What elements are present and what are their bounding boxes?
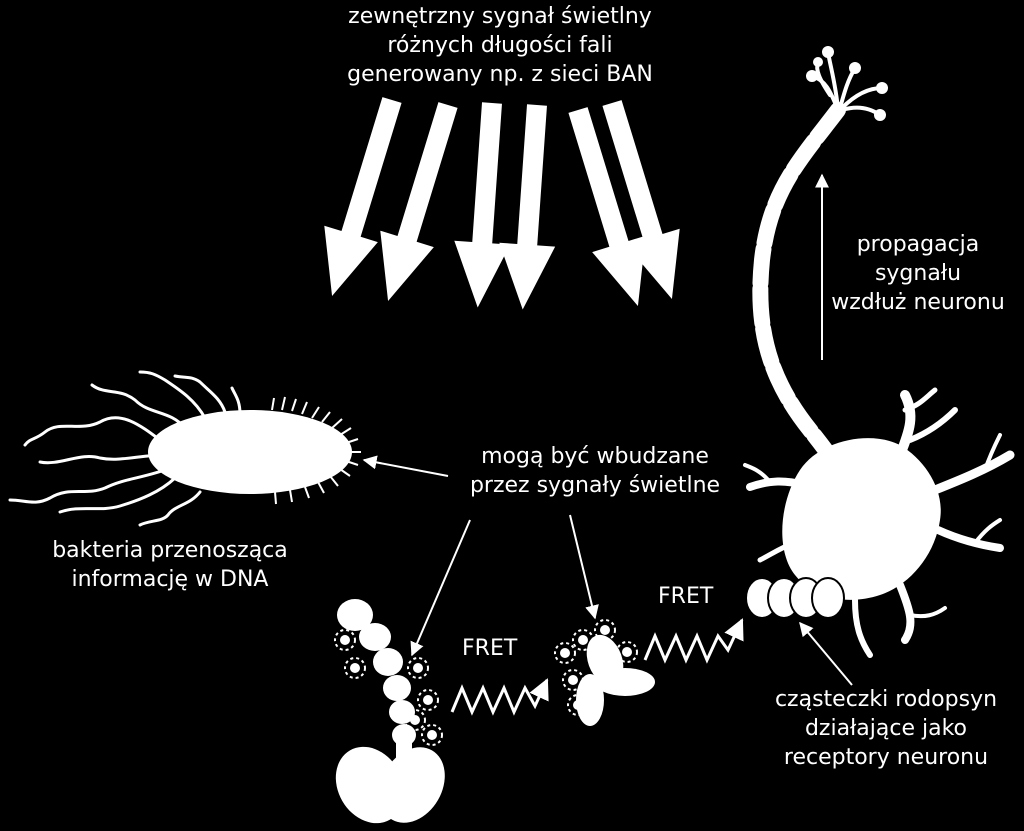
- light-arrow: [568, 107, 646, 307]
- excitable-label: mogą być wbudzane przez sygnały świetlne: [469, 444, 721, 498]
- light-arrows: [324, 97, 680, 310]
- light-arrow: [602, 100, 680, 300]
- bacterium-label: bakteria przenosząca informację w DNA: [52, 538, 288, 592]
- neuron-graphic: [743, 46, 1015, 658]
- fret-zigzag-left: [450, 678, 549, 716]
- protein-middle: [576, 634, 655, 726]
- bacterium-graphic: [8, 370, 361, 527]
- protein-left-pointer: [410, 519, 471, 657]
- light-arrow: [324, 97, 402, 297]
- propagation-label: propagacja sygnału wzdłuż neuronu: [831, 232, 1005, 315]
- fret-label-left: FRET: [462, 636, 518, 661]
- light-arrow: [380, 102, 458, 302]
- light-arrow: [499, 104, 556, 310]
- fret-label-right: FRET: [658, 584, 714, 609]
- rhodopsin-pointer: [799, 621, 853, 686]
- fret-zigzag-right: [643, 618, 744, 664]
- pointer-arrows: [362, 173, 853, 686]
- protein-middle-pointer: [569, 514, 599, 620]
- rhodopsin-receptors: [745, 577, 845, 619]
- external-signal-label: zewnętrzny sygnał świetlny różnych długo…: [347, 4, 653, 87]
- protein-chain-left: [335, 599, 445, 824]
- light-arrow: [454, 102, 511, 308]
- rhodopsin-label: cząsteczki rodopsyn działające jako rece…: [774, 687, 998, 770]
- bacterium-pointer: [362, 455, 449, 477]
